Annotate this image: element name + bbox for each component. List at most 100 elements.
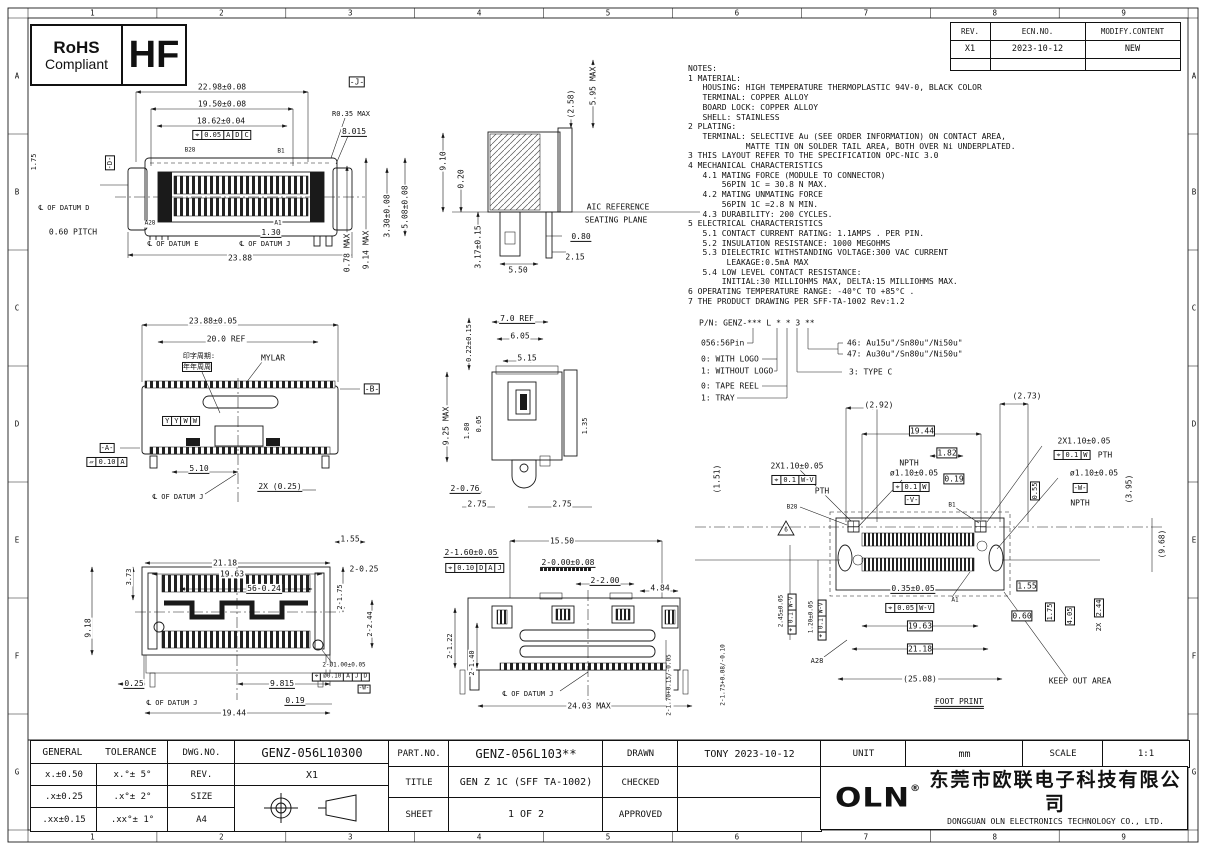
dwg-no-label: DWG.NO. xyxy=(167,740,236,765)
modify-value: NEW xyxy=(1084,39,1181,59)
dim-label: 1.75 xyxy=(1044,602,1056,622)
dim-label: (3.95) xyxy=(1124,473,1134,505)
dim-label: 印字周期: xyxy=(181,351,217,361)
illegible-microtext xyxy=(540,567,592,571)
approved-value xyxy=(677,797,822,832)
dim-label: B1 xyxy=(276,147,286,156)
unit-value: mm xyxy=(905,740,1024,768)
company-block: OLN® 东莞市欧联电子科技有限公司 DONGGUAN OLN ELECTRON… xyxy=(820,766,1188,830)
dim-label: 1.75 xyxy=(29,152,39,172)
dim-label: -V- xyxy=(904,494,920,506)
pn-option: 0: WITH LOGO xyxy=(700,354,760,364)
tolerance-label: TOLERANCE xyxy=(105,747,157,758)
zone-number: 9 xyxy=(1121,832,1126,842)
notes-block: NOTES: 1 MATERIAL: HOUSING: HIGH TEMPERA… xyxy=(688,64,1016,306)
pn-option: 0: TAPE REEL xyxy=(700,381,760,391)
zone-number: 8 xyxy=(992,8,998,18)
dim-label: 1.20±0.05 xyxy=(807,599,816,635)
dim-label: FOOT PRINT xyxy=(933,696,985,710)
dim-label: 8.015 xyxy=(340,126,368,138)
rev-value: X1 xyxy=(949,39,991,59)
dim-label: 7.0 REF xyxy=(499,313,535,325)
dim-label: MYLAR xyxy=(259,353,287,363)
general-label: GENERAL xyxy=(42,747,83,758)
general-tolerance-header: GENERAL TOLERANCE xyxy=(30,740,169,765)
dim-label: 2-1.60±0.05 xyxy=(443,547,499,559)
dim-label: 2-1.73+0.08/-0.10 xyxy=(719,643,728,707)
rev-label: REV. xyxy=(167,763,236,787)
projection-symbol-icon xyxy=(264,793,357,823)
scale-label: SCALE xyxy=(1022,740,1104,768)
dim-label: 15.50 xyxy=(548,536,576,546)
company-name-cn: 东莞市欧联电子科技有限公司 xyxy=(929,769,1182,815)
modify-col-header: MODIFY.CONTENT xyxy=(1084,21,1181,41)
hf-mark: HF xyxy=(128,33,180,76)
dim-label: 4.84 xyxy=(649,583,671,593)
dim-label: 3.73 xyxy=(124,567,134,587)
dim-label: B28 xyxy=(183,146,197,155)
dim-label: 0.19 xyxy=(943,473,965,485)
dim-label: 1.82 xyxy=(936,447,958,459)
approved-label: APPROVED xyxy=(602,797,679,832)
dim-label: (2.58) xyxy=(566,88,576,120)
tolerance-cell: .xx°± 1° xyxy=(96,807,169,832)
pn-option: 1: TRAY xyxy=(700,393,736,403)
zone-number: 8 xyxy=(992,832,998,842)
dim-label: 2-Ø1.00±0.05 xyxy=(321,661,367,670)
pn-option: 46: Au15u"/Sn80u"/Ni50u" xyxy=(846,338,964,348)
zone-letter: B xyxy=(1191,187,1197,197)
dim-label: -J- xyxy=(348,76,366,88)
dim-label: 2X1.10±0.05 xyxy=(1056,436,1112,446)
dim-label: ø1.10±0.05 xyxy=(1068,468,1120,478)
dim-label: 19.63 xyxy=(218,569,246,579)
part-no-label: PART.NO. xyxy=(388,740,450,768)
dim-label: 9.14 MAX xyxy=(361,229,371,271)
dim-label: 20.0 REF xyxy=(205,334,247,344)
dim-label: -W- xyxy=(1072,482,1088,494)
dim-label: 2-0.00±0.08 xyxy=(540,557,596,569)
dim-label: 2.45±0.05 xyxy=(777,593,786,629)
company-names: 东莞市欧联电子科技有限公司 DONGGUAN OLN ELECTRONICS T… xyxy=(924,769,1187,827)
dim-label: 9.25 MAX xyxy=(441,405,451,447)
dim-label: 2.44 xyxy=(1093,598,1105,618)
dim-label: A28 xyxy=(143,219,157,228)
dim-label: 19.63 xyxy=(906,620,934,632)
ecn-col-header: ECN.NO. xyxy=(989,21,1086,41)
part-number-code: P/N: GENZ-*** L * * 3 ** xyxy=(698,318,816,328)
dim-label: AIC REFERENCE xyxy=(585,202,651,212)
zone-number: 7 xyxy=(863,832,869,842)
dim-label: 19.44 xyxy=(220,708,248,718)
pn-option: 47: Au30u"/Sn80u"/Ni50u" xyxy=(846,349,964,359)
dim-label: (9.68) xyxy=(1157,528,1167,560)
zone-letter: D xyxy=(1191,419,1197,429)
zone-number: 1 xyxy=(90,832,95,842)
dim-label: ℄ OF DATUM E xyxy=(146,239,200,249)
dim-label: -A- xyxy=(99,442,115,454)
dim-label: 21.18 xyxy=(211,558,239,568)
dim-label: 2.15 xyxy=(564,252,586,262)
zone-number: 2 xyxy=(219,832,224,842)
tolerance-cell: .x°± 2° xyxy=(96,785,169,809)
zone-letter: E xyxy=(14,535,20,545)
dim-label: ℄ OF DATUM J xyxy=(151,492,205,502)
zone-letter: A xyxy=(1191,71,1197,81)
tolerance-cell: .xx±0.15 xyxy=(30,807,98,832)
dim-label: 3.17±0.15 xyxy=(473,224,483,270)
dim-label: 2.75 xyxy=(466,499,488,509)
dim-label: ø1.10±0.05 xyxy=(888,468,940,478)
title-label: TITLE xyxy=(388,766,450,799)
dim-label: 9.18 xyxy=(83,617,93,639)
dim-label: 0.20 xyxy=(456,168,466,190)
dim-label: 5.10 xyxy=(188,463,210,475)
dim-label: -W- xyxy=(357,684,371,694)
dim-label: B28 xyxy=(785,503,799,512)
title-value: GEN Z 1C (SFF TA-1002) xyxy=(448,766,604,799)
pn-option: 056:56Pin xyxy=(700,338,746,348)
